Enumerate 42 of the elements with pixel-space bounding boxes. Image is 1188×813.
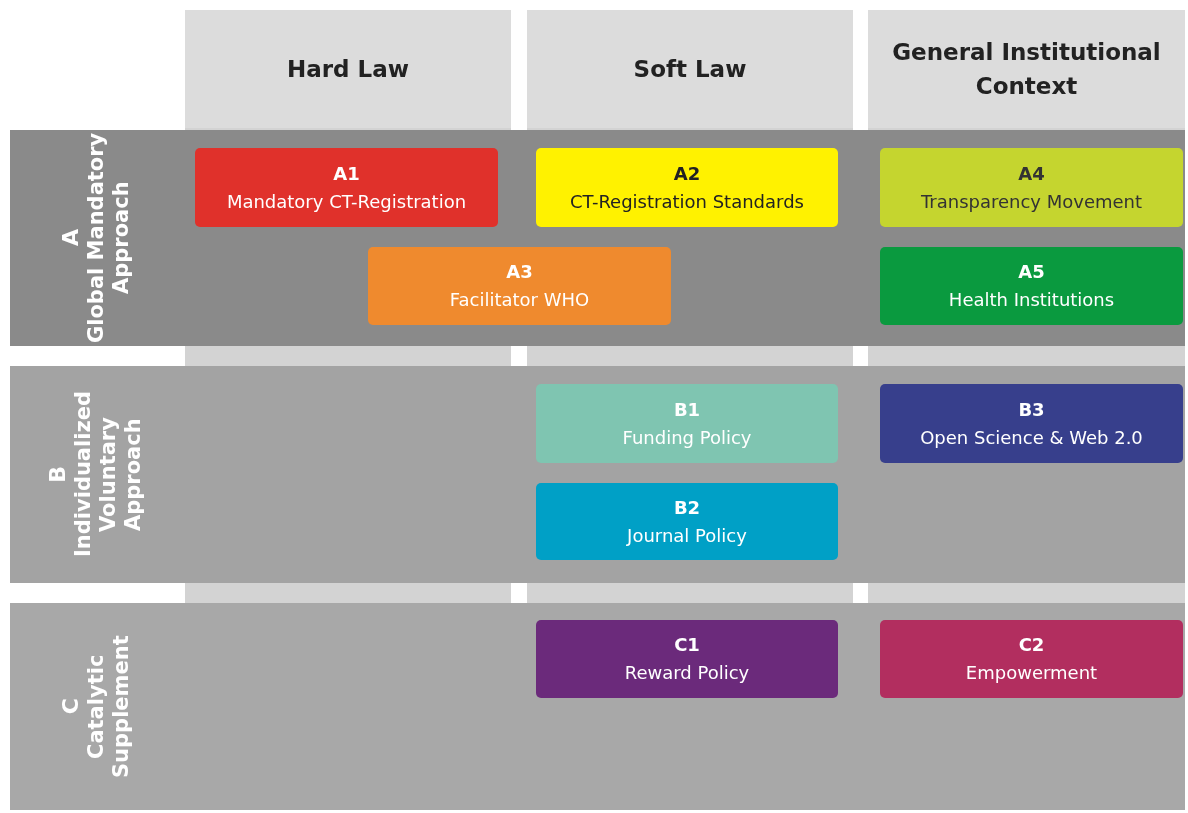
- category-box: [536, 148, 838, 227]
- row-title: Global Mandatory Approach: [84, 131, 135, 346]
- row-band: [10, 603, 1185, 810]
- category-box: [880, 384, 1183, 463]
- box-code: B3: [1017, 397, 1046, 422]
- box-code: B1: [672, 397, 702, 422]
- row-title: Catalytic Supplement: [84, 634, 135, 780]
- category-box: [195, 148, 498, 227]
- box-title: Health Institutions: [947, 288, 1116, 312]
- box-code: A2: [672, 161, 702, 186]
- column-header: General Institutional Context: [868, 10, 1185, 128]
- box-code: B2: [672, 495, 702, 520]
- row-letter: C: [57, 698, 84, 715]
- category-box: [368, 247, 671, 325]
- row-letter: B: [45, 466, 71, 483]
- row-band: [10, 366, 1185, 583]
- box-code: A5: [1017, 260, 1046, 285]
- category-box: [880, 620, 1183, 698]
- box-title: Empowerment: [964, 661, 1099, 685]
- box-code: A1: [332, 161, 361, 186]
- box-title: CT-Registration Standards: [569, 189, 805, 214]
- box-title: Reward Policy: [623, 661, 751, 685]
- row-title: Individualized Voluntary Approach: [71, 390, 147, 560]
- box-title: Open Science & Web 2.0: [919, 425, 1144, 450]
- box-title: Transparency Movement: [919, 189, 1144, 214]
- column-header: Soft Law: [527, 10, 853, 128]
- category-box: [536, 384, 838, 463]
- category-box: [536, 483, 838, 560]
- category-box: [880, 148, 1183, 227]
- box-title: Mandatory CT-Registration: [225, 189, 468, 214]
- category-box: [880, 247, 1183, 325]
- row-band: [10, 130, 1185, 346]
- box-title: Journal Policy: [625, 523, 748, 548]
- box-code: C1: [673, 633, 701, 658]
- column-header: Hard Law: [185, 10, 511, 128]
- category-box: [536, 620, 838, 698]
- box-code: A4: [1017, 161, 1046, 186]
- box-title: Facilitator WHO: [448, 288, 591, 312]
- row-letter: A: [57, 229, 84, 247]
- box-code: C2: [1017, 633, 1046, 658]
- box-code: A3: [505, 260, 534, 285]
- box-title: Funding Policy: [621, 425, 753, 450]
